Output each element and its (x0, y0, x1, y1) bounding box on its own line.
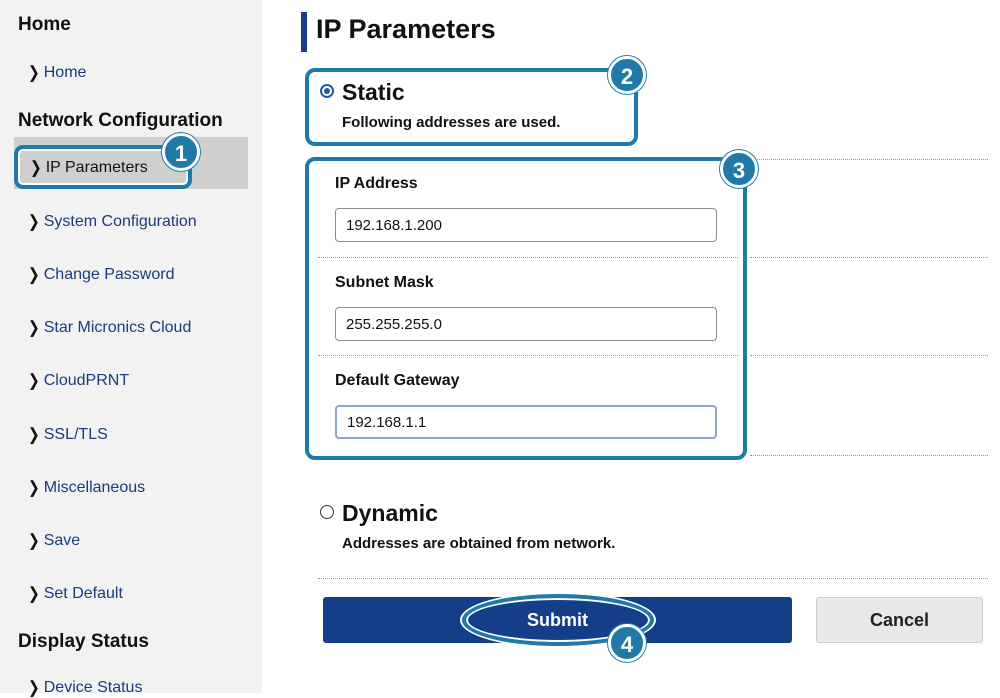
sidebar-item-label: Set Default (43, 585, 123, 602)
divider (750, 355, 988, 356)
dynamic-description: Addresses are obtained from network. (342, 535, 616, 552)
title-accent-bar (301, 12, 307, 52)
static-description: Following addresses are used. (342, 114, 561, 131)
callout-badge-3: 3 (720, 150, 758, 188)
sidebar-item-label: Home (43, 64, 87, 81)
sidebar-item-star-micronics-cloud[interactable]: ❯Star Micronics Cloud (28, 317, 192, 337)
ip-address-label: IP Address (335, 175, 418, 192)
sidebar-heading-network: Network Configuration (18, 110, 223, 131)
sidebar-item-save[interactable]: ❯Save (28, 530, 81, 550)
callout-badge-2: 2 (608, 56, 646, 94)
sidebar-item-cloudprnt[interactable]: ❯CloudPRNT (28, 370, 130, 390)
sidebar-item-label: Star Micronics Cloud (43, 319, 192, 336)
sidebar-item-miscellaneous[interactable]: ❯Miscellaneous (28, 477, 146, 497)
sidebar-item-label: System Configuration (43, 213, 197, 230)
sidebar-item-change-password[interactable]: ❯Change Password (28, 264, 175, 284)
subnet-mask-label: Subnet Mask (335, 274, 434, 291)
sidebar-item-ssl-tls[interactable]: ❯SSL/TLS (28, 424, 108, 444)
static-label: Static (342, 79, 405, 105)
sidebar-heading-display-status: Display Status (18, 631, 149, 652)
dynamic-radio[interactable] (320, 505, 334, 519)
sidebar-item-label: Change Password (43, 266, 175, 283)
dynamic-label: Dynamic (342, 500, 438, 526)
divider (750, 257, 988, 258)
sidebar-item-label: Device Status (43, 679, 143, 696)
divider (750, 159, 988, 160)
sidebar-item-home[interactable]: ❯Home (28, 62, 87, 82)
ip-address-input[interactable] (335, 208, 717, 242)
chevron-right-icon: ❯ (28, 583, 40, 603)
divider (750, 455, 988, 456)
chevron-right-icon: ❯ (28, 264, 40, 284)
sidebar-item-label: Save (43, 532, 81, 549)
cancel-button[interactable]: Cancel (816, 597, 983, 643)
divider (318, 578, 988, 579)
sidebar-item-device-status[interactable]: ❯Device Status (28, 677, 143, 697)
chevron-right-icon: ❯ (30, 157, 42, 177)
subnet-mask-input[interactable] (335, 307, 717, 341)
sidebar-item-set-default[interactable]: ❯Set Default (28, 583, 123, 603)
sidebar: Home ❯Home Network Configuration ❯IP Par… (0, 0, 262, 697)
submit-button[interactable]: Submit (323, 597, 792, 643)
sidebar-item-ip-parameters[interactable]: ❯IP Parameters (30, 157, 148, 177)
sidebar-item-system-configuration[interactable]: ❯System Configuration (28, 211, 197, 231)
chevron-right-icon: ❯ (28, 62, 40, 82)
page-title: IP Parameters (316, 14, 496, 44)
default-gateway-label: Default Gateway (335, 372, 460, 389)
chevron-right-icon: ❯ (28, 211, 40, 231)
callout-frame-3 (305, 157, 747, 460)
divider (318, 355, 738, 356)
chevron-right-icon: ❯ (28, 530, 40, 550)
chevron-right-icon: ❯ (28, 370, 40, 390)
chevron-right-icon: ❯ (28, 477, 40, 497)
static-radio[interactable] (320, 84, 334, 98)
sidebar-item-label: Miscellaneous (43, 479, 146, 496)
sidebar-heading-home: Home (18, 14, 71, 35)
chevron-right-icon: ❯ (28, 317, 40, 337)
default-gateway-input[interactable] (335, 405, 717, 439)
divider (318, 257, 738, 258)
chevron-right-icon: ❯ (28, 424, 40, 444)
callout-badge-4: 4 (608, 624, 646, 662)
sidebar-item-label: IP Parameters (45, 159, 148, 176)
callout-frame-2 (305, 68, 638, 146)
sidebar-item-label: CloudPRNT (43, 372, 130, 389)
callout-badge-1: 1 (162, 133, 200, 171)
chevron-right-icon: ❯ (28, 677, 40, 697)
sidebar-item-label: SSL/TLS (43, 426, 108, 443)
